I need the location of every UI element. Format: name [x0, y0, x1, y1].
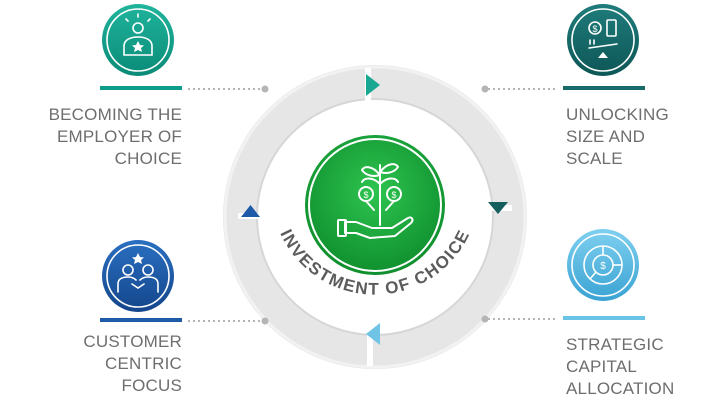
center-ring-outline	[308, 138, 442, 272]
pillar-capital-circle	[567, 229, 639, 301]
pillar-customer-line-1: CUSTOMER	[83, 332, 182, 351]
pillar-employer-circle	[102, 4, 174, 76]
arrow-down-marker	[488, 202, 508, 214]
pillar-capital: $	[481, 229, 645, 323]
pillar-capital-bar	[563, 316, 645, 320]
plant-hand-icon: $ $	[337, 163, 414, 239]
pillar-size-line-2: SIZE AND	[566, 127, 646, 146]
pillar-customer-label: CUSTOMER CENTRIC FOCUS	[2, 331, 182, 397]
pillar-customer-line-2: CENTRIC	[105, 354, 182, 373]
pillar-capital-line-1: STRATEGIC	[566, 335, 664, 354]
svg-text:$: $	[363, 190, 368, 200]
arrow-up-marker	[241, 205, 260, 217]
ring-outer-edge	[223, 65, 527, 369]
pillar-size-line-1: UNLOCKING	[566, 105, 669, 124]
pillar-employer-line-3: CHOICE	[114, 149, 182, 168]
pillar-employer-line-2: EMPLOYER OF	[56, 127, 182, 146]
pillar-size-scale: $	[481, 4, 645, 93]
pillar-employer-bar	[100, 86, 182, 90]
center-badge: $ $	[305, 135, 445, 275]
capital-pie-icon: $	[583, 245, 623, 285]
employee-star-icon	[123, 13, 153, 56]
arrow-left-marker	[366, 323, 380, 345]
pillar-capital-label: STRATEGIC CAPITAL ALLOCATION	[566, 334, 706, 400]
pillar-customer-circle	[102, 240, 174, 312]
pillar-size-line-3: SCALE	[566, 149, 623, 168]
pillar-customer-line-3: FOCUS	[121, 376, 182, 395]
pillar-customer-bar	[100, 318, 182, 322]
pillar-size-circle	[567, 4, 639, 76]
center-green-circle	[305, 135, 445, 275]
pillar-employer-label: BECOMING THE EMPLOYER OF CHOICE	[2, 104, 182, 170]
pillar-size-label: UNLOCKING SIZE AND SCALE	[566, 104, 706, 170]
svg-text:$: $	[600, 261, 606, 272]
pillar-capital-line-3: ALLOCATION	[566, 379, 675, 398]
pillar-capital-line-2: CAPITAL	[566, 357, 637, 376]
arrow-right-marker	[366, 74, 380, 96]
pillar-size-bar	[563, 86, 645, 90]
pillar-customer	[100, 240, 269, 325]
svg-text:$: $	[391, 190, 396, 200]
pillar-employer-line-1: BECOMING THE	[48, 105, 182, 124]
svg-text:$: $	[592, 24, 597, 34]
pillar-employer	[100, 4, 269, 93]
customer-handshake-icon	[117, 253, 159, 293]
money-scale-icon: $	[588, 19, 618, 58]
